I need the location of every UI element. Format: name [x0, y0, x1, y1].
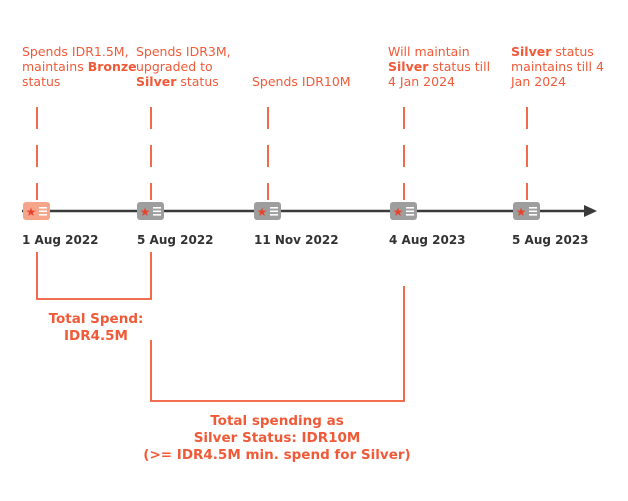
membership-card-star-icon: ★ — [137, 202, 164, 220]
event-note: Spends IDR10M — [252, 74, 351, 89]
membership-card-star-icon: ★ — [513, 202, 540, 220]
total-spend-value: IDR4.5M — [64, 328, 128, 344]
total-spend-title: Total Spend: — [48, 311, 144, 327]
silver-spending-label: Total spending as Silver Status: IDR10M … — [132, 413, 422, 464]
bracket-total-spend — [36, 252, 152, 300]
event-date: 4 Aug 2023 — [389, 233, 466, 247]
total-spend-label: Total Spend: IDR4.5M — [34, 311, 158, 345]
silver-spending-value: Silver Status: IDR10M — [193, 430, 361, 446]
dashed-connectors — [36, 107, 528, 200]
event-note: Spends IDR1.5M, maintains Bronze status — [22, 44, 137, 89]
svg-text:★: ★ — [257, 205, 268, 219]
arrow-right-icon — [584, 205, 597, 217]
event-note: Will maintain Silver status till 4 Jan 2… — [388, 44, 491, 89]
membership-card-star-icon: ★ — [254, 202, 281, 220]
event-date: 5 Aug 2023 — [512, 233, 589, 247]
membership-card-star-icon: ★ — [23, 202, 50, 220]
silver-spending-title: Total spending as — [210, 413, 344, 429]
silver-spending-note: (>= IDR4.5M min. spend for Silver) — [143, 447, 411, 463]
membership-card-star-icon: ★ — [390, 202, 417, 220]
event-date: 1 Aug 2022 — [22, 233, 99, 247]
svg-text:★: ★ — [26, 205, 37, 219]
event-note: Spends IDR3M, upgraded to Silver status — [136, 44, 231, 89]
bracket-silver-spending — [150, 286, 405, 402]
svg-text:★: ★ — [516, 205, 527, 219]
event-note: Silver status maintains till 4 Jan 2024 — [511, 44, 604, 89]
svg-text:★: ★ — [393, 205, 404, 219]
svg-text:★: ★ — [140, 205, 151, 219]
event-date: 11 Nov 2022 — [254, 233, 339, 247]
event-date: 5 Aug 2022 — [137, 233, 214, 247]
